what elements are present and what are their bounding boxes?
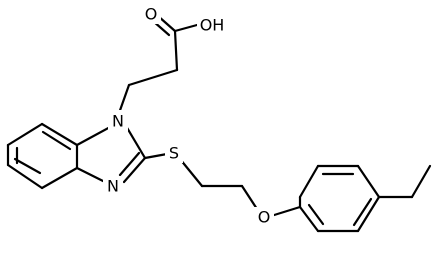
atom-labels: O OH N N S O [103,4,274,227]
carbonyl-oxygen-label: O [145,5,158,24]
ether-oxygen-label: O [258,208,271,227]
n3-label: N [107,177,119,196]
thioethyl-ether-chain [143,152,302,218]
hydroxyl-label: OH [200,16,225,35]
benzimidazole-benzene-ring [6,122,79,190]
benzimidazole-imidazole-ring [75,124,147,185]
sulfur-label: S [169,144,179,163]
propanoic-acid-chain [116,14,199,118]
n1-label: N [112,112,124,131]
ethylphenyl-ring [298,164,432,233]
